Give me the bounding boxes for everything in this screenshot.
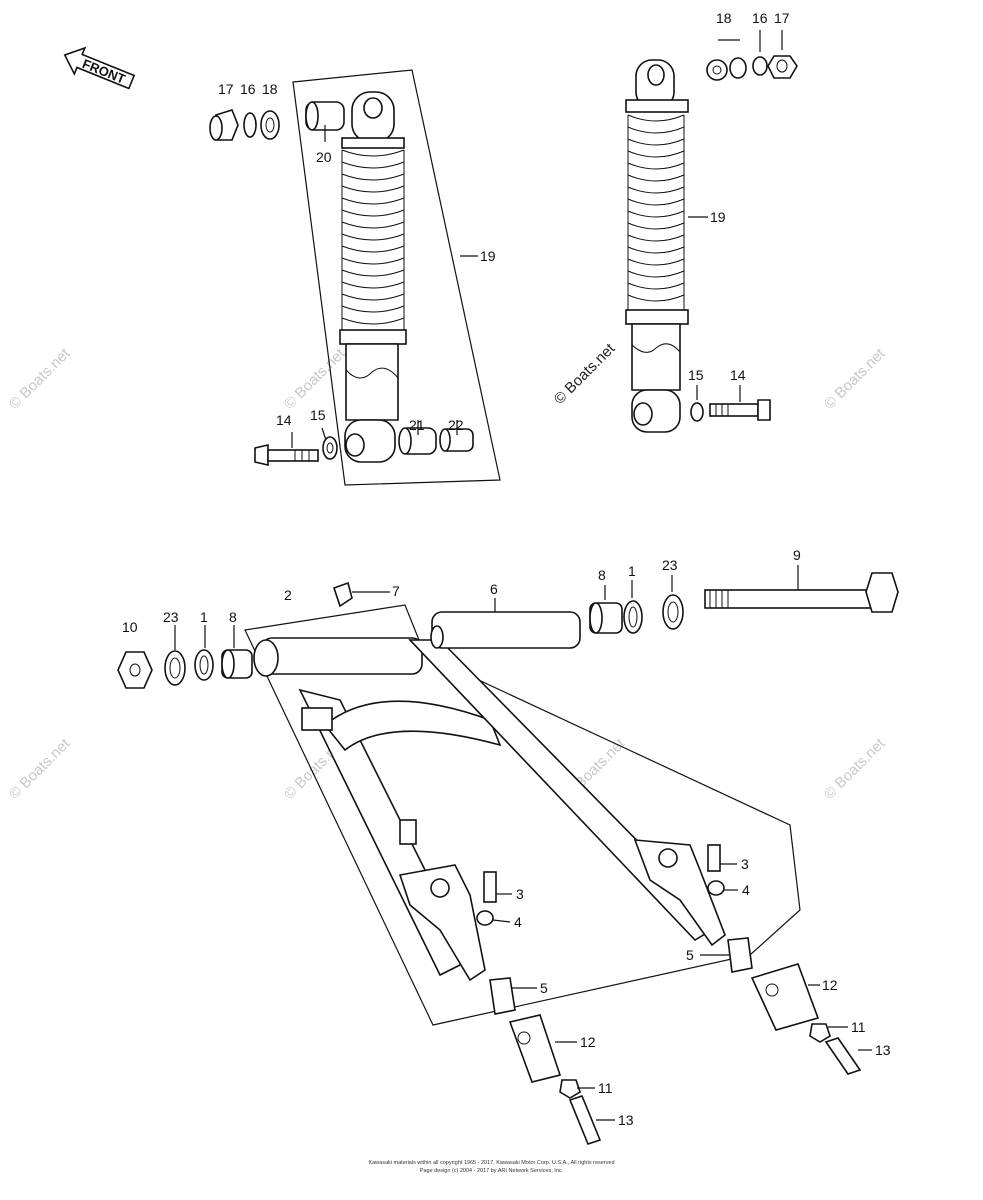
callout-9: 9: [793, 547, 801, 563]
callout-3: 3: [516, 886, 524, 902]
swing-arm-hardware: [117, 572, 899, 1145]
callout-8: 8: [229, 609, 237, 625]
callout-4: 4: [742, 882, 750, 898]
watermark: © Boats.net: [6, 735, 74, 803]
watermark: © Boats.net: [821, 735, 889, 803]
callout-19: 19: [480, 248, 496, 264]
callout-18: 18: [262, 81, 278, 97]
coil-spring: [339, 137, 407, 345]
front-label: FRONT: [80, 56, 127, 87]
callout-17: 17: [218, 81, 234, 97]
callout-11: 11: [851, 1019, 866, 1035]
callout-5: 5: [540, 980, 548, 996]
callout-15: 15: [688, 367, 704, 383]
callout-4: 4: [514, 914, 522, 930]
callout-23: 23: [163, 609, 179, 625]
callout-6: 6: [490, 581, 498, 597]
left-shock-absorber: [292, 69, 501, 486]
right-shock-absorber: [625, 59, 689, 433]
watermark: © Boats.net: [281, 345, 349, 413]
watermark: © Boats.net: [551, 340, 619, 408]
callout-10: 10: [122, 619, 138, 635]
callout-22: 22: [448, 417, 464, 433]
watermark: © Boats.net: [821, 345, 889, 413]
front-arrow-icon: FRONT: [63, 46, 136, 90]
copyright-line: Kawasaki materials within all copyright …: [368, 1160, 615, 1166]
callout-15: 15: [310, 407, 326, 423]
callout-2: 2: [284, 587, 292, 603]
right-shock-hardware: [690, 55, 798, 422]
callout-11: 11: [598, 1080, 613, 1096]
callout-1: 1: [628, 563, 636, 579]
callout-14: 14: [730, 367, 746, 383]
callout-23: 23: [662, 557, 678, 573]
callout-21: 21: [409, 417, 425, 433]
callout-16: 16: [752, 10, 768, 26]
callout-17: 17: [774, 10, 790, 26]
callout-13: 13: [875, 1042, 891, 1058]
callout-13: 13: [618, 1112, 634, 1128]
callout-8: 8: [598, 567, 606, 583]
callout-12: 12: [580, 1034, 596, 1050]
callout-16: 16: [240, 81, 256, 97]
callout-7: 7: [392, 583, 400, 599]
watermark: © Boats.net: [6, 345, 74, 413]
callout-5: 5: [686, 947, 694, 963]
page-design-credit: Page design (c) 2004 - 2017 by ARI Netwo…: [419, 1168, 564, 1174]
swing-arm-assembly: [244, 604, 801, 1026]
callout-3: 3: [741, 856, 749, 872]
callout-19: 19: [710, 209, 726, 225]
callout-18: 18: [716, 10, 732, 26]
callout-14: 14: [276, 412, 292, 428]
callout-labels: 17 16 18 20 19 14 15 21 22 18 16 17 19 1…: [122, 10, 891, 1128]
leader-lines: [174, 30, 872, 1121]
callout-12: 12: [822, 977, 838, 993]
callout-20: 20: [316, 149, 332, 165]
callout-1: 1: [200, 609, 208, 625]
